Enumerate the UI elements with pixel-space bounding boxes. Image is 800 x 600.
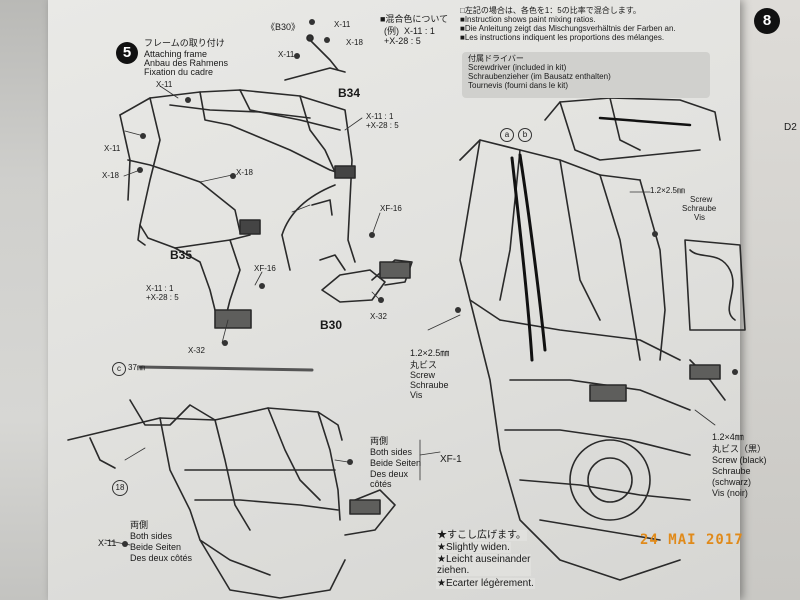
instruction-page [48, 0, 740, 600]
step-title-fr: Fixation du cadre [144, 67, 214, 77]
callout-xf16-a: XF-16 [380, 204, 402, 213]
step-number-badge: 5 [116, 42, 138, 64]
screw-small-size-2: 1.2×2.5㎜ [650, 186, 685, 195]
screw-small-en-2: Screw [690, 195, 713, 204]
callout-x18-b: X-18 [102, 171, 119, 180]
callout-b-circle: b [518, 128, 532, 142]
both-sides-2-jp: 両側 [130, 520, 149, 530]
callout-x18-c: X-18 [236, 168, 253, 177]
screwdriver-note-box [462, 52, 710, 98]
frame-engine-drawing-lower [67, 399, 396, 599]
callout-x11-b: X-11 [278, 50, 295, 59]
callout-b30: B30 [320, 318, 343, 332]
both-sides-1-jp: 両側 [370, 436, 389, 446]
b30-bracket-drawing [281, 184, 413, 303]
photo-date-stamp: 24 MAI 2017 [640, 532, 744, 548]
callout-x11-a: X-11 [334, 20, 351, 29]
widen-note-de: ★Leicht auseinander ziehen. [436, 554, 532, 576]
inset-cable-drawing [684, 239, 746, 331]
mix-note-line-3: ■Die Anleitung zeigt das Mischungsverhäl… [460, 24, 676, 33]
callout-c-length: 37㎜ [128, 363, 145, 372]
callout-a-circle: a [500, 128, 514, 142]
callout-x18-a: X-18 [346, 38, 363, 47]
tool-en: Screwdriver (included in kit) [468, 63, 567, 72]
callout-x32-b: X-32 [370, 312, 387, 321]
frame-drawing-left [119, 89, 356, 329]
screw-large-en: Screw (black) [712, 455, 767, 465]
callout-x11-c: X-11 [156, 80, 173, 89]
callout-x11-e: X-11 [98, 538, 117, 548]
callout-b34: B34 [338, 86, 361, 100]
tool-de: Schraubenzieher (im Bausatz enthalten) [468, 72, 611, 81]
screw-large-size: 1.2×4㎜ [712, 432, 744, 442]
screw-large-de: Schraube [712, 466, 751, 476]
callout-x32-a: X-32 [188, 346, 205, 355]
next-step-code: D2 [784, 122, 797, 133]
adjacent-page [730, 0, 800, 600]
widen-note-fr: ★Ecarter légèrement. [436, 578, 535, 589]
screw-small-de-2: Schraube [682, 204, 717, 213]
callout-mix-b34: X-11 : 1 +X-28 : 5 [366, 112, 399, 130]
mix-note-line-2: ■Instruction shows paint mixing ratios. [460, 15, 596, 24]
both-sides-1-de: Beide Seiten [370, 458, 422, 468]
engine-frame-drawing-right [459, 139, 726, 581]
both-sides-1-en: Both sides [370, 447, 413, 457]
screw-large-fr: Vis (noir) [712, 488, 748, 498]
screw-small-fr: Vis [410, 390, 423, 400]
screw-small-size: 1.2×2.5㎜ [410, 348, 450, 358]
callout-c-circle: c [112, 362, 126, 376]
next-step-badge: 8 [754, 8, 780, 34]
inset-frame-drawing [544, 97, 721, 161]
both-sides-2-en: Both sides [130, 531, 173, 541]
part-18-circle: 18 [112, 480, 128, 496]
step-title-de: Anbau des Rahmens [144, 58, 229, 68]
callout-b35: B35 [170, 248, 193, 262]
mix-note-ratio: (例) X-11 : 1 +X-28 : 5 [384, 26, 435, 46]
screw-small-fr-2: Vis [694, 213, 705, 222]
screw-small-de: Schraube [410, 380, 449, 390]
step-title-en: Attaching frame [144, 49, 208, 59]
mix-note-jp: ■混合色について [380, 14, 449, 24]
tool-fr: Tournevis (fourni dans le kit) [468, 81, 569, 90]
both-sides-1-fr: Des deux côtés [370, 469, 409, 489]
widen-note-jp: ★すこし広げます。 [436, 530, 527, 541]
step-title-jp: フレームの取り付け [144, 38, 225, 48]
callout-xf16-b: XF-16 [254, 264, 276, 273]
callout-b30-top: 《B30》 [266, 22, 301, 32]
widen-note-en: ★Slightly widen. [436, 542, 511, 553]
b30-top-part-drawing [284, 34, 346, 81]
callout-x11-d: X-11 [104, 144, 121, 153]
screw-small-en: Screw [410, 370, 436, 380]
screw-large-jp: 丸ビス（黒） [712, 444, 767, 454]
mix-note-line-1: □左記の場合は、各色を1：5の比率で混合します。 [460, 6, 641, 15]
callout-xf1: XF-1 [440, 454, 462, 465]
both-sides-2-fr: Des deux côtés [130, 553, 193, 563]
both-sides-2-de: Beide Seiten [130, 542, 182, 552]
tool-jp: 付属ドライバー [468, 54, 524, 63]
callout-mix-b35: X-11 : 1 +X-28 : 5 [146, 284, 179, 302]
mix-note-line-4: ■Les instructions indiquent les proporti… [460, 33, 665, 42]
screw-small-jp: 丸ビス [410, 360, 438, 370]
screw-large-de2: (schwarz) [712, 477, 752, 487]
